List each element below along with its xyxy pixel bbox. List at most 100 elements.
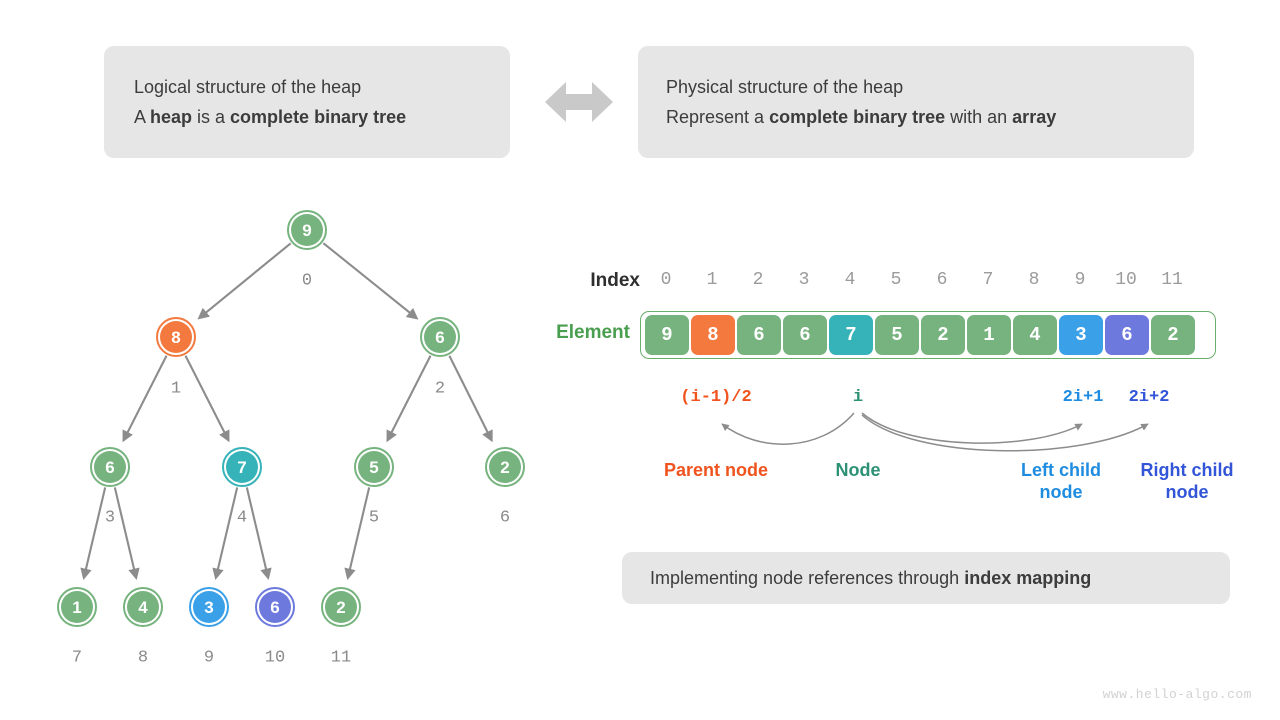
- element-row-label: Element: [556, 322, 630, 343]
- logical-caption-line2-mid: is a: [192, 107, 231, 127]
- tree-node-9: 3: [189, 587, 229, 627]
- array-index-9: 9: [1074, 270, 1086, 290]
- index-mapping-caption: Implementing node references through ind…: [622, 552, 1230, 604]
- array-index-10: 10: [1115, 270, 1137, 290]
- tree-edge: [448, 355, 493, 443]
- array-index-6: 6: [936, 270, 948, 290]
- left-child-mapping-arrow: [861, 412, 1083, 444]
- tree-node-value: 8: [160, 321, 192, 353]
- array-cell-11: 2: [1151, 315, 1195, 355]
- mapping-role-1: Node: [835, 460, 881, 480]
- logical-caption-line2-pre: A: [134, 107, 151, 127]
- tree-node-value: 6: [424, 321, 456, 353]
- tree-node-index-6: 6: [499, 508, 511, 528]
- tree-node-2: 6: [420, 317, 460, 357]
- index-mapping-caption-text: Implementing node references through ind…: [650, 566, 1202, 590]
- physical-caption-line2-mid: with an: [945, 107, 1013, 127]
- index-mapping-caption-bold: index mapping: [964, 568, 1092, 588]
- logical-caption-bold-cbt: complete binary tree: [230, 107, 407, 127]
- tree-node-4: 7: [222, 447, 262, 487]
- mapping-formula-1: i: [852, 388, 864, 407]
- array-cell-2: 6: [737, 315, 781, 355]
- mapping-role-2: Left child node: [1021, 460, 1101, 502]
- tree-node-ring: [287, 210, 327, 250]
- physical-caption-bold-array: array: [1012, 107, 1057, 127]
- index-row-label: Index: [590, 270, 640, 291]
- tree-node-value: 5: [358, 451, 390, 483]
- tree-node-7: 1: [57, 587, 97, 627]
- array-cell-1: 8: [691, 315, 735, 355]
- logical-structure-caption: Logical structure of the heap A heap is …: [104, 46, 510, 158]
- tree-node-index-11: 11: [330, 648, 352, 668]
- array-index-3: 3: [798, 270, 810, 290]
- tree-node-ring: [90, 447, 130, 487]
- tree-node-value: 7: [226, 451, 258, 483]
- tree-node-value: 1: [61, 591, 93, 623]
- array-index-1: 1: [706, 270, 718, 290]
- tree-node-ring: [420, 317, 460, 357]
- tree-node-ring: [156, 317, 196, 357]
- tree-node-value: 9: [291, 214, 323, 246]
- array-cell-8: 4: [1013, 315, 1057, 355]
- physical-structure-caption: Physical structure of the heap Represent…: [638, 46, 1194, 158]
- tree-edge: [245, 487, 272, 581]
- array-cell-3: 6: [783, 315, 827, 355]
- tree-node-index-9: 9: [203, 648, 215, 668]
- array-index-7: 7: [982, 270, 994, 290]
- tree-node-index-0: 0: [301, 271, 313, 291]
- tree-edge: [386, 355, 432, 443]
- array-cell-6: 2: [921, 315, 965, 355]
- tree-edge: [197, 242, 292, 320]
- physical-caption-line2-pre: Represent a: [666, 107, 770, 127]
- double-arrow-horizontal-icon: [545, 82, 613, 122]
- array-index-8: 8: [1028, 270, 1040, 290]
- tree-node-ring: [189, 587, 229, 627]
- tree-node-0: 9: [287, 210, 327, 250]
- tree-edge: [322, 242, 419, 320]
- physical-caption-line2: Represent a complete binary tree with an…: [666, 102, 1166, 132]
- tree-node-value: 2: [489, 451, 521, 483]
- tree-edge: [80, 487, 107, 581]
- array-index-0: 0: [660, 270, 672, 290]
- tree-node-6: 2: [485, 447, 525, 487]
- physical-caption-line1: Physical structure of the heap: [666, 77, 904, 97]
- tree-edge: [212, 487, 239, 581]
- mapping-formula-0: (i-1)/2: [680, 388, 752, 407]
- tree-edge: [184, 355, 230, 443]
- tree-node-ring: [321, 587, 361, 627]
- array-index-2: 2: [752, 270, 764, 290]
- tree-node-ring: [354, 447, 394, 487]
- mapping-formula-2: 2i+1: [1062, 388, 1104, 407]
- tree-node-value: 3: [193, 591, 225, 623]
- right-child-mapping-arrow: [861, 414, 1149, 452]
- tree-node-value: 6: [259, 591, 291, 623]
- logical-caption-line2: A heap is a complete binary tree: [134, 102, 480, 132]
- tree-node-index-2: 2: [434, 379, 446, 399]
- tree-node-1: 8: [156, 317, 196, 357]
- tree-node-value: 4: [127, 591, 159, 623]
- tree-node-5: 5: [354, 447, 394, 487]
- array-cell-7: 1: [967, 315, 1011, 355]
- logical-caption-bold-heap: heap: [150, 107, 193, 127]
- tree-node-index-8: 8: [137, 648, 149, 668]
- tree-node-3: 6: [90, 447, 130, 487]
- tree-node-11: 2: [321, 587, 361, 627]
- array-index-5: 5: [890, 270, 902, 290]
- tree-node-ring: [485, 447, 525, 487]
- array-index-4: 4: [844, 270, 856, 290]
- tree-node-ring: [123, 587, 163, 627]
- parent-mapping-arrow: [721, 412, 855, 445]
- tree-node-ring: [57, 587, 97, 627]
- tree-node-ring: [255, 587, 295, 627]
- tree-edge: [344, 487, 371, 581]
- mapping-role-3: Right child node: [1140, 460, 1234, 502]
- mapping-formula-3: 2i+2: [1128, 388, 1170, 407]
- watermark: www.hello-algo.com: [1102, 687, 1252, 702]
- array-cell-10: 6: [1105, 315, 1149, 355]
- logical-caption-line1: Logical structure of the heap: [134, 77, 362, 97]
- tree-node-index-7: 7: [71, 648, 83, 668]
